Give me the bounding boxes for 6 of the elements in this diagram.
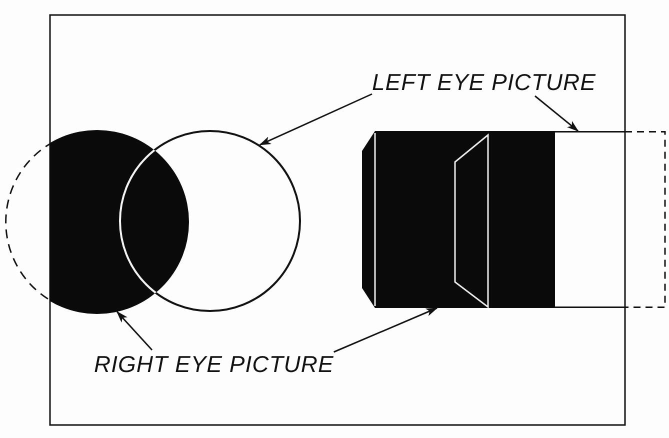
leader-arrow [116,311,153,350]
leader-arrow [334,307,438,353]
leader-arrow [534,95,579,132]
callout-label: RIGHT EYE PICTURE [94,350,334,378]
leader-arrow [258,93,372,146]
callout-label: LEFT EYE PICTURE [372,68,596,96]
